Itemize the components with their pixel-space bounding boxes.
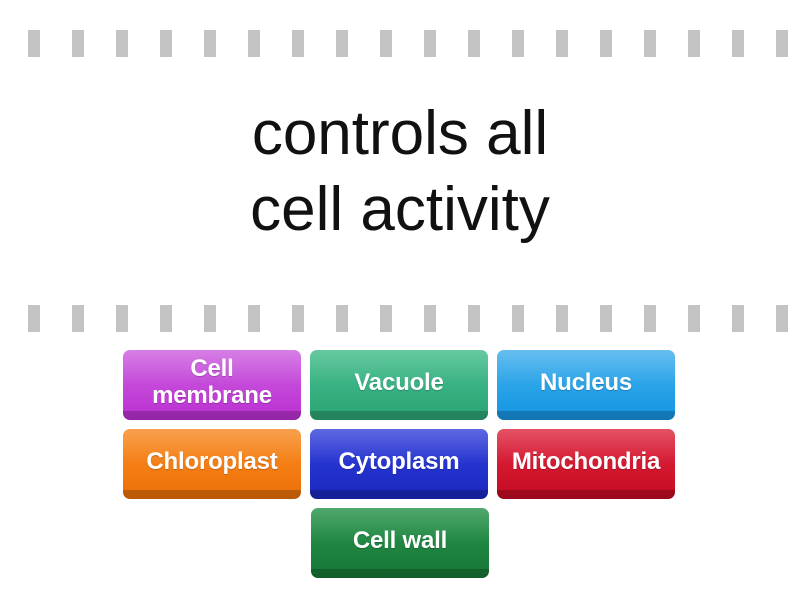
dashed-divider-top: [0, 28, 800, 58]
dash-mark: [248, 29, 260, 57]
dash-track: [0, 29, 800, 57]
dash-mark: [72, 304, 84, 332]
dash-mark: [644, 29, 656, 57]
dash-mark: [556, 304, 568, 332]
answer-tile-label: Chloroplast: [146, 447, 278, 475]
dash-mark: [336, 29, 348, 57]
dash-mark: [204, 304, 216, 332]
dash-mark: [380, 304, 392, 332]
dash-mark: [644, 304, 656, 332]
dash-mark: [556, 29, 568, 57]
answer-tile-cell-wall[interactable]: Cell wall: [311, 508, 489, 578]
answer-tile-mitochondria[interactable]: Mitochondria: [497, 429, 675, 499]
answer-tile-grid: Cell membrane Vacuole Nucleus Chloroplas…: [123, 350, 677, 578]
dash-mark: [160, 29, 172, 57]
dash-mark: [248, 304, 260, 332]
answer-tile-label: Cell membrane: [152, 355, 272, 409]
answer-tile-vacuole[interactable]: Vacuole: [310, 350, 488, 420]
dash-mark: [204, 29, 216, 57]
dash-mark: [600, 304, 612, 332]
dash-mark: [28, 29, 40, 57]
dash-mark: [424, 304, 436, 332]
dash-mark: [160, 304, 172, 332]
dash-mark: [732, 29, 744, 57]
dash-mark: [28, 304, 40, 332]
answer-tile-label: Vacuole: [354, 368, 444, 396]
dash-mark: [116, 304, 128, 332]
dash-mark: [424, 29, 436, 57]
dash-mark: [776, 304, 788, 332]
dash-mark: [688, 304, 700, 332]
dash-track: [0, 304, 800, 332]
answer-tile-label: Nucleus: [540, 368, 632, 396]
dash-mark: [688, 29, 700, 57]
dash-mark: [380, 29, 392, 57]
answer-tile-cell-membrane[interactable]: Cell membrane: [123, 350, 301, 420]
dash-mark: [336, 304, 348, 332]
dash-mark: [468, 29, 480, 57]
dash-mark: [732, 304, 744, 332]
dash-mark: [116, 29, 128, 57]
answer-tile-nucleus[interactable]: Nucleus: [497, 350, 675, 420]
dash-mark: [600, 29, 612, 57]
dash-mark: [72, 29, 84, 57]
answer-tile-label: Cytoplasm: [338, 447, 460, 475]
dash-mark: [776, 29, 788, 57]
dashed-divider-middle: [0, 303, 800, 333]
answer-tile-row-last: Cell wall: [123, 508, 677, 578]
dash-mark: [512, 304, 524, 332]
answer-tile-label: Mitochondria: [511, 447, 661, 475]
dash-mark: [512, 29, 524, 57]
dash-mark: [292, 304, 304, 332]
answer-tile-cytoplasm[interactable]: Cytoplasm: [310, 429, 488, 499]
dash-mark: [468, 304, 480, 332]
answer-tile-chloroplast[interactable]: Chloroplast: [123, 429, 301, 499]
dash-mark: [292, 29, 304, 57]
answer-tile-label: Cell wall: [352, 526, 448, 554]
question-prompt: controls all cell activity: [250, 99, 550, 244]
